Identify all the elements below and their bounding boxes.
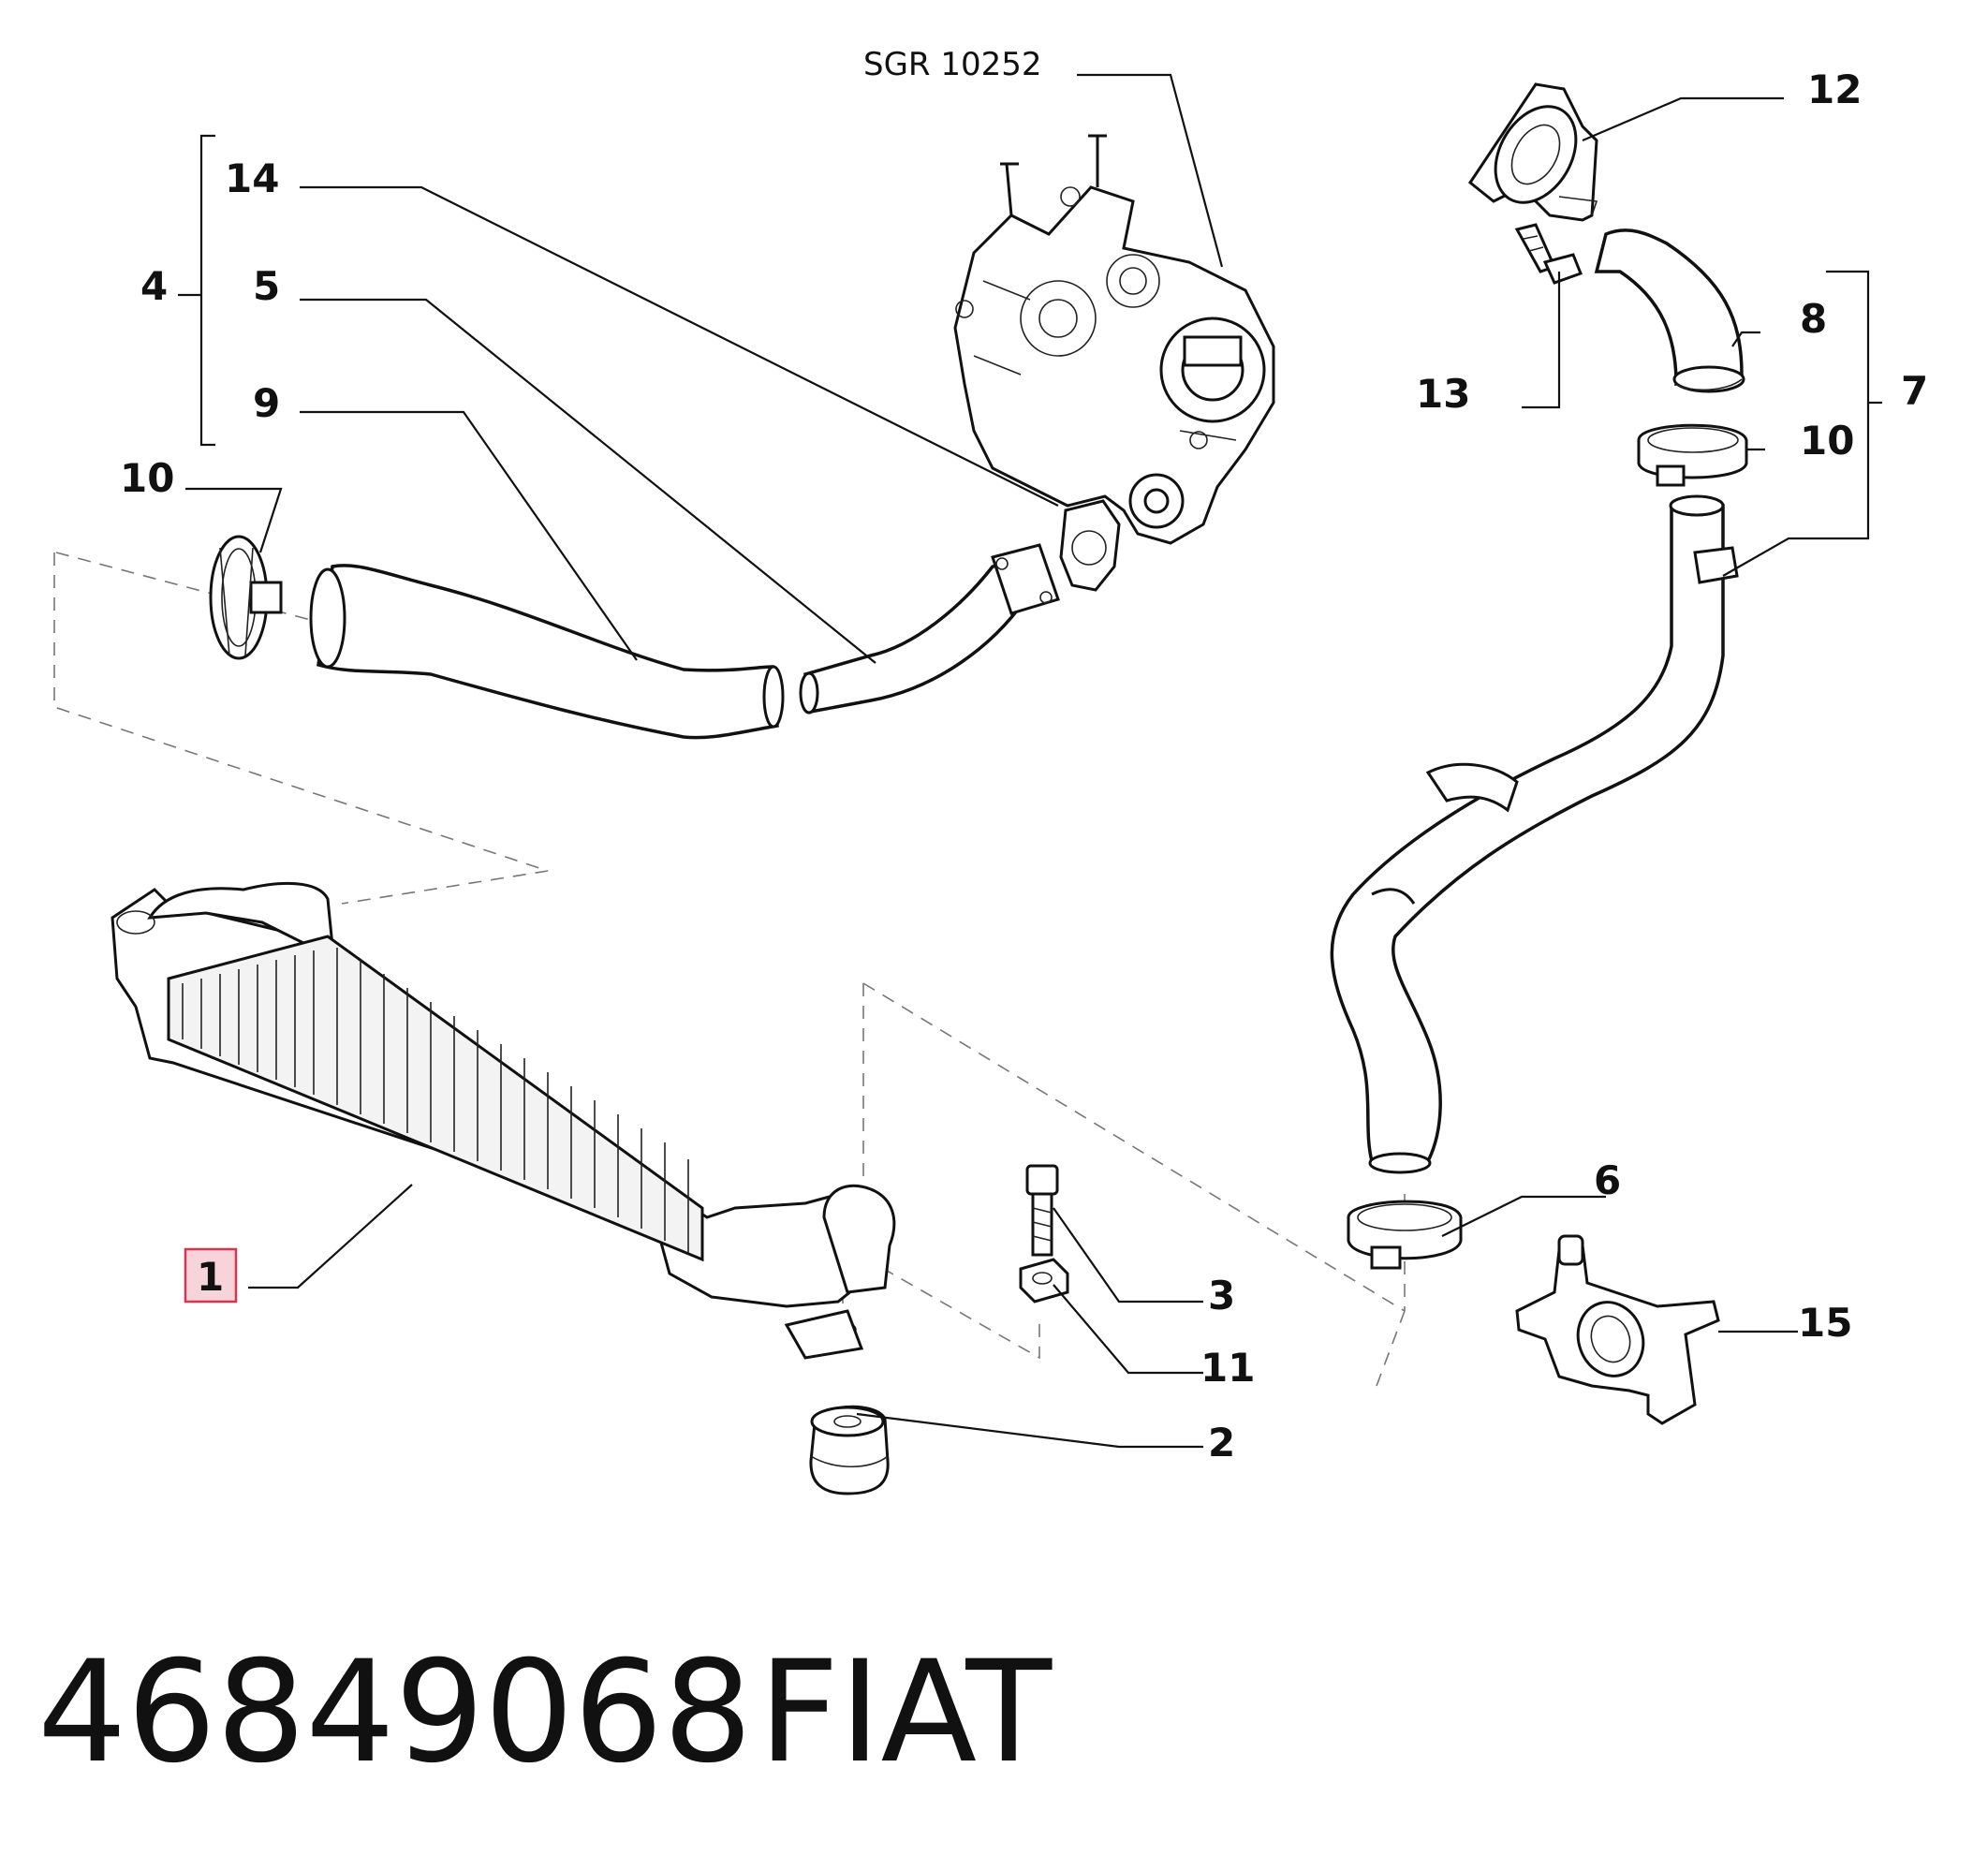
- bolt: [1025, 1164, 1059, 1257]
- small-bolt: [1514, 223, 1583, 285]
- long-pipe: [1330, 494, 1739, 1174]
- elbow-hose: [1594, 228, 1745, 393]
- callout-3: 3: [1208, 1273, 1235, 1318]
- callout-9: 9: [253, 380, 280, 426]
- intercooler: [110, 882, 896, 1360]
- nut: [1019, 1258, 1069, 1304]
- rubber-hose: [309, 564, 785, 740]
- footer: 46849068 FIAT: [37, 1631, 1053, 1794]
- part-number: 46849068: [37, 1631, 752, 1794]
- callout-4: 4: [140, 263, 168, 309]
- hose-clamp-right: [1637, 423, 1748, 487]
- turbo-gasket: [1059, 499, 1121, 592]
- callout-5: 5: [253, 263, 280, 309]
- turbocharger: [953, 134, 1275, 545]
- callout-1: 1: [197, 1254, 224, 1300]
- metal-pipe: [799, 543, 1060, 714]
- callout-labels: SGR 10252 12 14 5 4 8 7 13 9 10 10 6 1 3…: [120, 46, 1928, 1466]
- callout-15: 15: [1798, 1300, 1852, 1346]
- intercooler-fins: [182, 948, 689, 1253]
- leader-lines: [178, 73, 1882, 1449]
- callout-14: 14: [225, 155, 279, 201]
- highlighted-callout-box: [184, 1247, 238, 1304]
- outlet-flange: [1467, 82, 1598, 222]
- callout-10-right: 10: [1800, 418, 1854, 464]
- callout-11: 11: [1200, 1345, 1255, 1391]
- hose-clamp-lower: [1347, 1200, 1463, 1270]
- callout-10-left: 10: [120, 455, 174, 501]
- callout-8: 8: [1800, 296, 1827, 342]
- brand-name: FIAT: [758, 1631, 1053, 1794]
- reference-code: SGR 10252: [863, 46, 1042, 83]
- callout-2: 2: [1208, 1420, 1235, 1466]
- callout-7: 7: [1901, 368, 1928, 414]
- callout-12: 12: [1807, 66, 1862, 112]
- hose-clamp-left: [209, 535, 283, 660]
- mounting-bracket: [1515, 1234, 1720, 1425]
- callout-6: 6: [1594, 1157, 1621, 1203]
- callout-13: 13: [1416, 371, 1470, 417]
- assembly-guide-lines: [53, 552, 1406, 1387]
- rubber-mount: [809, 1405, 890, 1495]
